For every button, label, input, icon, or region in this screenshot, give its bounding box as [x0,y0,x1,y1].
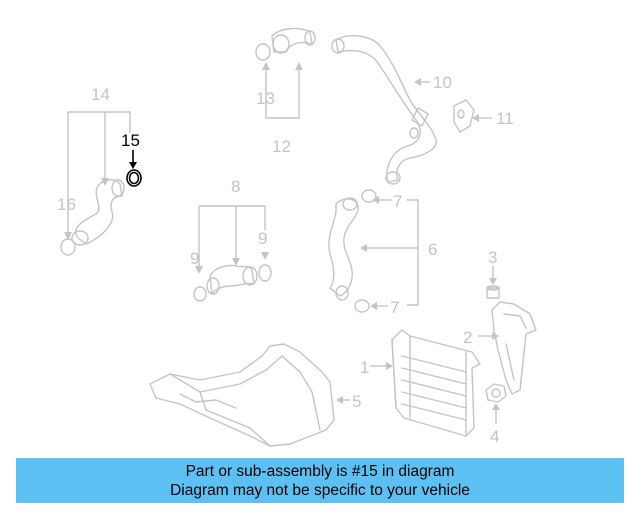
callout-9b: 9 [258,229,267,248]
part-group-6: 7 6 7 [328,189,437,317]
hose-14 [75,179,123,245]
clamp-9b [258,264,272,282]
part-10-air-pipe: 10 [331,35,452,185]
part-4-nut: 4 [485,383,507,446]
part-1-intercooler: 1 [360,329,481,437]
callout-7a: 7 [393,192,402,211]
part-2-bracket: 2 [463,301,537,395]
callout-8: 8 [231,177,240,196]
part-15-seal-ring: 15 [121,131,142,187]
clamp-7a [361,189,377,203]
part-group-14: 14 16 [57,85,131,256]
callout-5: 5 [352,392,361,411]
clamp-7b [354,299,370,313]
callout-16: 16 [57,195,76,214]
callout-6: 6 [428,240,437,259]
callout-3: 3 [488,248,497,267]
callout-2: 2 [463,328,472,347]
hose-6 [328,198,359,297]
callout-14: 14 [91,85,110,104]
clamp-13 [255,43,271,61]
callout-15: 15 [121,131,140,150]
callout-11: 11 [496,109,514,128]
part-group-8: 8 9 9 [190,177,272,302]
callout-13: 13 [256,89,275,108]
callout-1: 1 [360,358,369,377]
part-3-mount: 3 [486,248,500,299]
callout-4: 4 [490,427,499,446]
callout-12: 12 [272,137,291,156]
info-banner: Part or sub-assembly is #15 in diagram D… [16,458,624,503]
part-5-air-duct: 5 [149,343,361,447]
part-11-sensor: 11 [453,99,514,133]
hose-12 [271,27,313,53]
part-group-12: 13 12 [255,27,316,156]
callout-7b: 7 [390,298,399,317]
banner-disclaimer-line: Diagram may not be specific to your vehi… [170,482,470,499]
banner-part-line: Part or sub-assembly is #15 in diagram [185,463,455,480]
parts-diagram: 14 16 15 13 12 [57,27,537,447]
callout-10: 10 [433,73,452,92]
clamp-9a [193,286,207,302]
callout-9a: 9 [190,249,199,268]
clamp-16 [60,238,76,256]
